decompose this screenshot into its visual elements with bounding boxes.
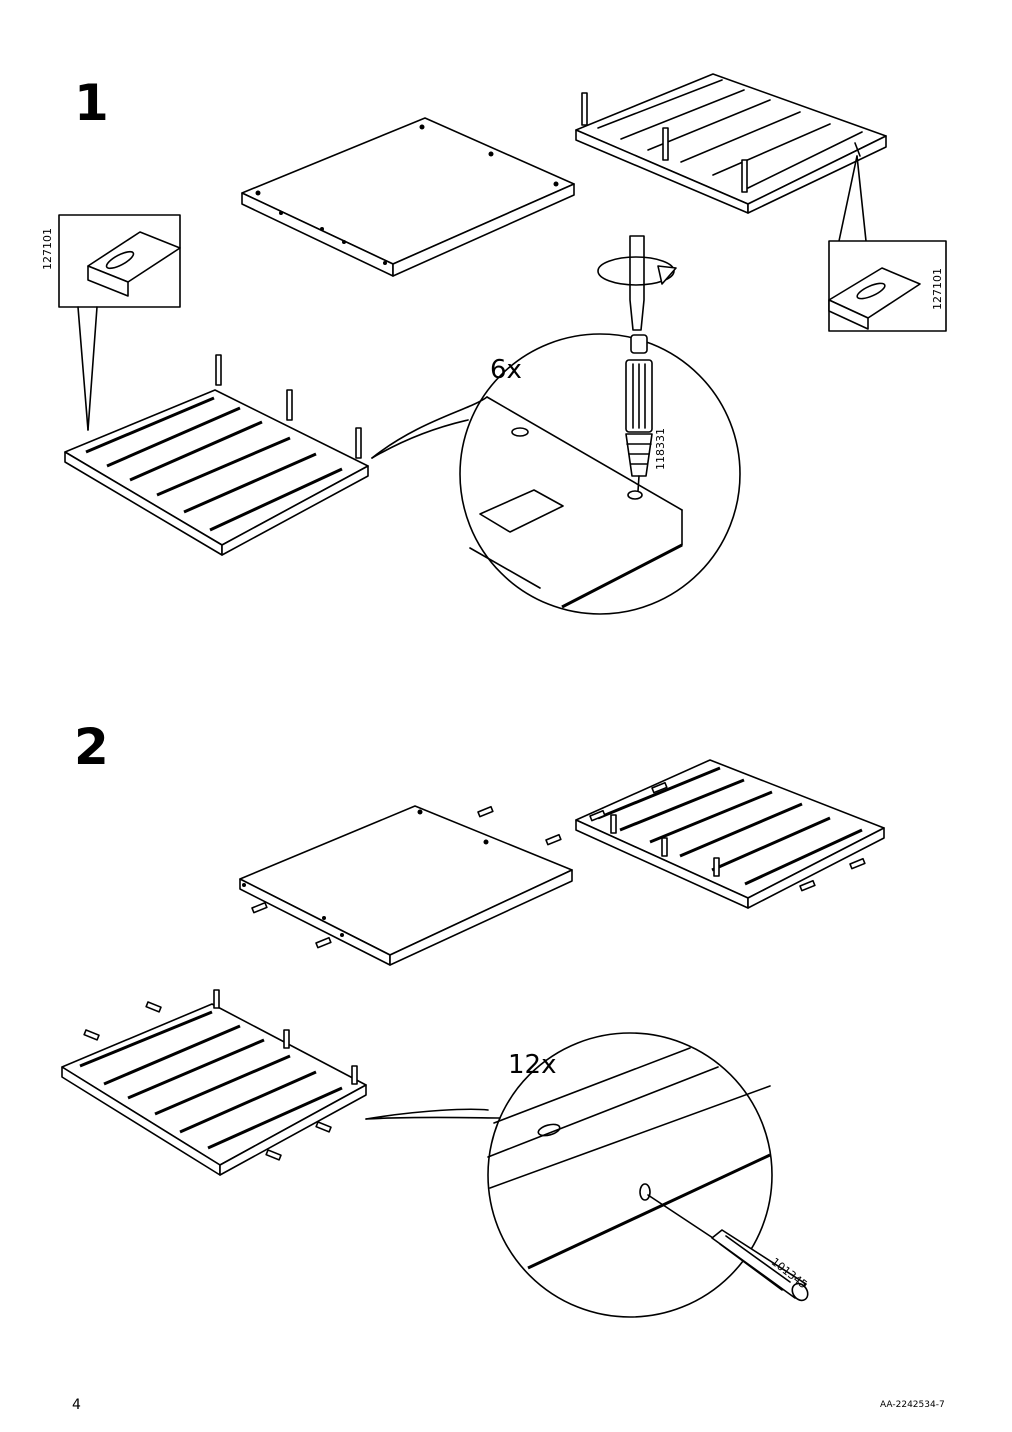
quantity-label-step1: 6x [490, 355, 522, 385]
document-code: AA-2242534-7 [880, 1400, 945, 1410]
step-number-2: 2 [74, 718, 109, 776]
slatted-board-right-step2 [575, 759, 885, 909]
part-code-cam-bolt: 118331 [654, 428, 667, 470]
zoom-detail-step2 [365, 1032, 809, 1318]
wood-dowel-icon [711, 1229, 809, 1302]
plain-board-step2 [239, 805, 573, 966]
step-number-1: 1 [74, 74, 109, 132]
zoom-detail-step1 [371, 235, 741, 615]
plain-board-step1 [241, 117, 575, 277]
page-number: 4 [72, 1397, 81, 1413]
quantity-label-step2: 12x [508, 1050, 557, 1080]
cam-bolt-icon [625, 334, 653, 492]
rotate-clockwise-icon [597, 256, 677, 286]
screwdriver-icon [629, 235, 645, 331]
part-code-left-callout: 127101 [41, 228, 54, 270]
part-code-right-callout: 127101 [931, 268, 944, 310]
callout-box-left [58, 214, 181, 431]
slatted-board-top-right [575, 73, 887, 214]
slatted-board-left-step2 [61, 989, 367, 1176]
slatted-board-left-step1 [64, 354, 369, 556]
callout-box-right [828, 155, 947, 332]
